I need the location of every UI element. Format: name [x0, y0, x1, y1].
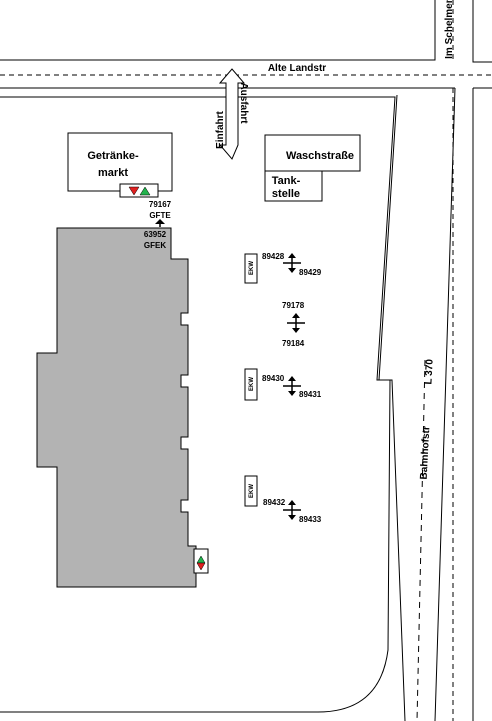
main-building — [36, 227, 197, 588]
road-label-alte-landstr: Alte Landstr — [268, 63, 326, 74]
road-label-im-schelmen: Im Schelmen — [444, 0, 455, 59]
parking-code-89432: 89432 — [263, 498, 286, 507]
parking-code-89431: 89431 — [299, 390, 322, 399]
ekw-box-1 — [244, 253, 258, 284]
parking-code-89428: 89428 — [262, 252, 285, 261]
entrance-tag-bottom: GFEK — [144, 241, 166, 250]
parking-cross-icon-4 — [283, 500, 301, 520]
entrance-marker-box — [119, 183, 159, 198]
entry-marker-icon — [139, 186, 151, 196]
ekw-label-3: EKW — [249, 484, 255, 498]
building-tankstelle — [264, 170, 323, 202]
parking-cross-icon-1 — [283, 253, 301, 273]
ekw-box-3 — [244, 475, 258, 507]
road-label-bahnhofstr: Bahnhofstr — [419, 426, 433, 480]
tankstelle-label-1: Tank- — [272, 175, 301, 187]
ekw-box-2 — [244, 368, 258, 401]
getraenkemarkt-label-2: markt — [98, 167, 128, 179]
label-einfahrt: Einfahrt — [215, 110, 226, 148]
building-waschstrasse — [264, 134, 361, 172]
parking-code-89433: 89433 — [299, 515, 322, 524]
side-exit-marker-icon — [196, 562, 206, 571]
road-label-l370: L 370 — [423, 358, 435, 384]
entrance-arrow-icon — [155, 219, 165, 224]
parking-code-79184: 79184 — [282, 339, 305, 348]
lot-boundary — [0, 96, 396, 713]
ekw-label-2: EKW — [249, 377, 255, 391]
building-getraenkemarkt — [67, 132, 173, 192]
getraenkemarkt-label-1: Getränke- — [87, 150, 139, 162]
parking-code-89430: 89430 — [262, 374, 285, 383]
entry-exit-arrow — [218, 68, 246, 160]
parking-cross-icon-3 — [283, 376, 301, 396]
label-ausfahrt: Ausfahrt — [238, 82, 249, 124]
ekw-label-1: EKW — [249, 261, 255, 275]
entrance-code-bottom: 63952 — [144, 230, 167, 239]
tankstelle-label-2: stelle — [272, 188, 300, 200]
parking-cross-icon-2 — [287, 313, 305, 333]
parking-code-79178: 79178 — [282, 301, 305, 310]
waschstrasse-label: Waschstraße — [286, 150, 354, 162]
parking-code-89429: 89429 — [299, 268, 322, 277]
exit-marker-icon — [128, 186, 140, 196]
entrance-tag-top: GFTE — [149, 211, 171, 220]
road-bahnhofstr — [378, 87, 474, 721]
entrance-code-top: 79167 — [149, 200, 172, 209]
